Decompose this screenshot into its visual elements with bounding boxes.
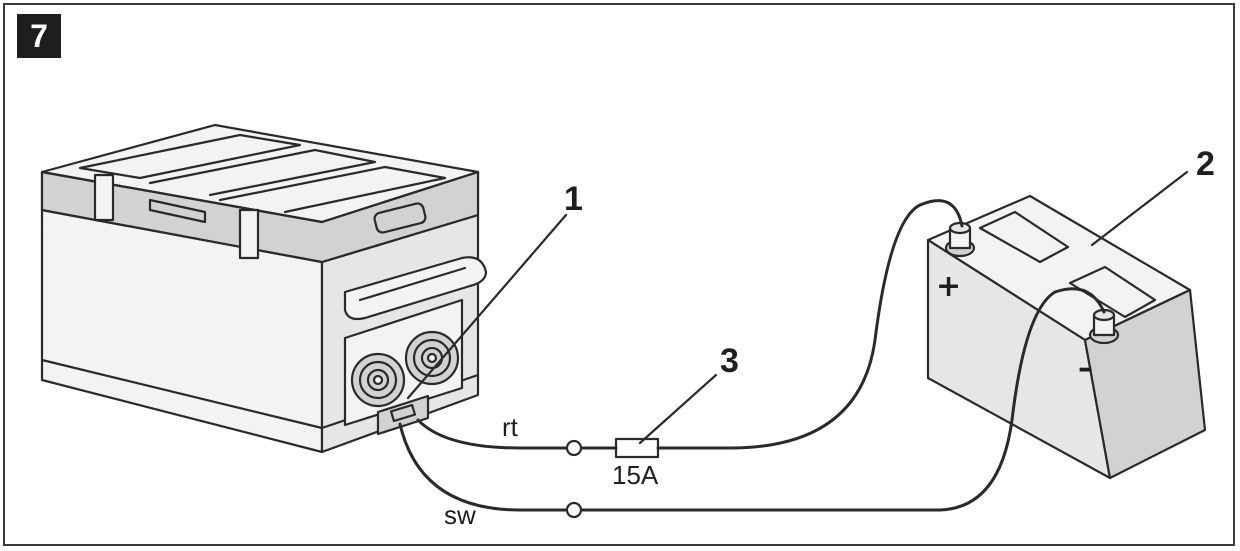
leader-lines (406, 170, 1189, 445)
wire-label-black: sw (444, 500, 476, 530)
leader-1 (406, 213, 568, 400)
display-panel (373, 202, 427, 234)
black-cable (398, 422, 568, 512)
lid (40, 123, 480, 264)
cool-box (40, 123, 488, 454)
positive-sign: + (936, 269, 961, 304)
callout-3: 3 (720, 342, 739, 380)
red-cable-segment-3 (656, 199, 964, 450)
wire-label-red: rt (502, 412, 519, 442)
fan-grille-left (350, 352, 406, 408)
latches (93, 173, 260, 260)
leader-3 (638, 373, 718, 445)
fuse-rating: 15A (612, 460, 659, 490)
callout-1: 1 (564, 180, 583, 218)
figure-frame (3, 3, 1235, 546)
black-cable-segment-2 (580, 287, 1106, 512)
connector-red (565, 439, 583, 457)
cables (398, 199, 1106, 519)
callout-2: 2 (1196, 145, 1215, 183)
ventilation-panel (343, 298, 464, 427)
latch-right (238, 208, 260, 260)
connector-black (565, 501, 583, 519)
dc-socket (376, 394, 430, 436)
negative-terminal (1088, 308, 1120, 345)
carry-handle (343, 256, 488, 321)
latch-left (93, 173, 115, 222)
fan-grille-right (404, 330, 460, 386)
negative-sign: – (1078, 351, 1093, 386)
positive-terminal (944, 221, 976, 258)
red-cable (416, 418, 568, 450)
battery: + – (926, 194, 1207, 480)
figure-number-badge: 7 (17, 14, 61, 58)
leader-2 (1090, 170, 1189, 247)
fuse (614, 437, 660, 459)
